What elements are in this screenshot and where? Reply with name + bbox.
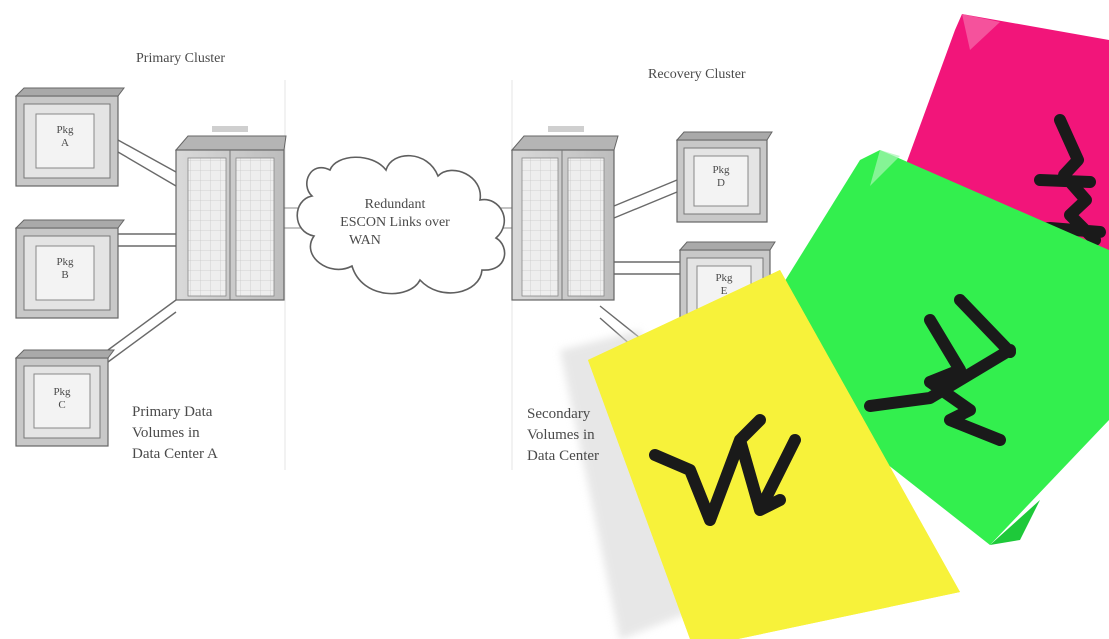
- recovery-cluster-title: Recovery Cluster: [648, 66, 746, 83]
- cloud-line-1: Redundant: [335, 196, 455, 214]
- primary-cluster-title: Primary Cluster: [136, 50, 225, 67]
- primary-tower-cap-label: [212, 126, 248, 132]
- wan-cloud-label: Redundant ESCON Links over WAN: [335, 196, 455, 250]
- recovery-tower-cap-label: [548, 126, 584, 132]
- primary-storage-tower: [176, 136, 286, 300]
- secondary-volumes-label: Secondary Volumes in Data Center: [527, 404, 599, 467]
- recovery-storage-tower: [512, 136, 618, 300]
- primary-volumes-label: Primary Data Volumes in Data Center A: [132, 402, 218, 465]
- cloud-line-2: ESCON Links over: [335, 214, 455, 232]
- cloud-line-3: WAN: [335, 232, 455, 250]
